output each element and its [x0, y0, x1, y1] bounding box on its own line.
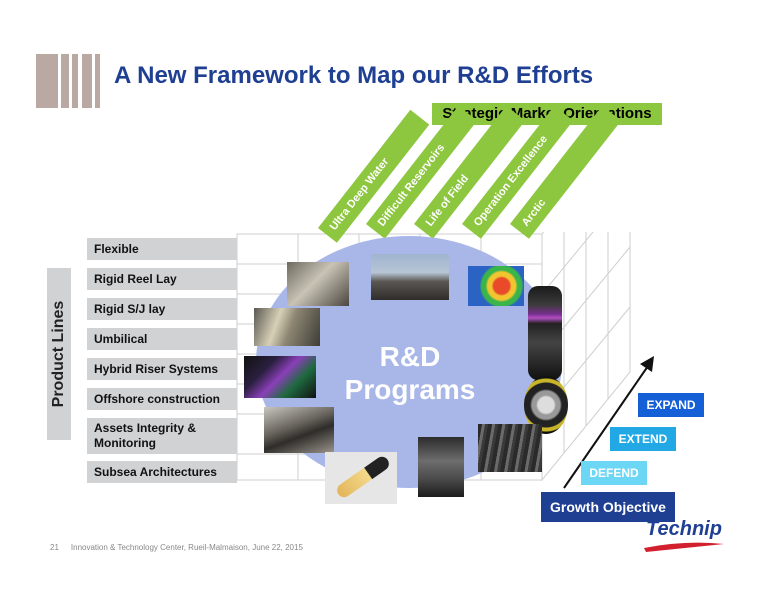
page-number: 21: [50, 543, 59, 552]
growth-expand: EXPAND: [638, 393, 704, 417]
logo-swoosh: [644, 542, 724, 552]
page-title: A New Framework to Map our R&D Efforts: [114, 62, 594, 89]
product-line-umbilical: Umbilical: [87, 328, 237, 350]
product-lines-label: Product Lines: [47, 268, 71, 440]
photo-flexible-pipe-layers: [478, 424, 542, 472]
photo-flexible-pipe-reels: [287, 262, 349, 306]
growth-arrow: [563, 356, 654, 489]
product-line-offshore-construction: Offshore construction: [87, 388, 237, 410]
photo-umbilical-cable: [528, 286, 562, 380]
rd-programs-label: R&D Programs: [330, 340, 490, 406]
product-line-subsea-architectures: Subsea Architectures: [87, 461, 237, 483]
footer: 21 Innovation & Technology Center, Rueil-…: [50, 543, 303, 552]
technip-logo: Technip: [640, 518, 730, 554]
photo-pipe-detail: [334, 454, 392, 500]
photo-subsea-hardware: [418, 437, 464, 497]
footer-text: Innovation & Technology Center, Rueil-Ma…: [70, 543, 303, 552]
product-line-rigid-sj-lay: Rigid S/J lay: [87, 298, 237, 320]
product-line-flexible: Flexible: [87, 238, 237, 260]
photo-tubing: [254, 308, 320, 346]
product-line-hybrid-riser-systems: Hybrid Riser Systems: [87, 358, 237, 380]
product-line-assets-integrity: Assets Integrity & Monitoring: [87, 418, 237, 454]
rd-line: R&D: [379, 341, 441, 372]
product-lines-text: Product Lines: [50, 300, 67, 408]
photo-reservoir-map: [468, 266, 524, 306]
title-bar-5: [95, 54, 100, 108]
photo-riser-model: [244, 356, 316, 398]
growth-extend: EXTEND: [610, 427, 676, 451]
title-bar-3: [72, 54, 78, 108]
growth-defend: DEFEND: [581, 461, 647, 485]
logo-text: Technip: [646, 518, 722, 540]
photo-offshore-equipment: [264, 407, 334, 453]
photo-insulated-pipe: [325, 452, 397, 504]
title-bar-4: [82, 54, 92, 108]
title-bar-1: [36, 54, 58, 108]
programs-line: Programs: [344, 374, 476, 405]
product-line-rigid-reel-lay: Rigid Reel Lay: [87, 268, 237, 290]
growth-objective-label: Growth Objective: [541, 492, 675, 522]
title-bar-2: [61, 54, 69, 108]
photo-pipeline-ship: [371, 254, 449, 300]
